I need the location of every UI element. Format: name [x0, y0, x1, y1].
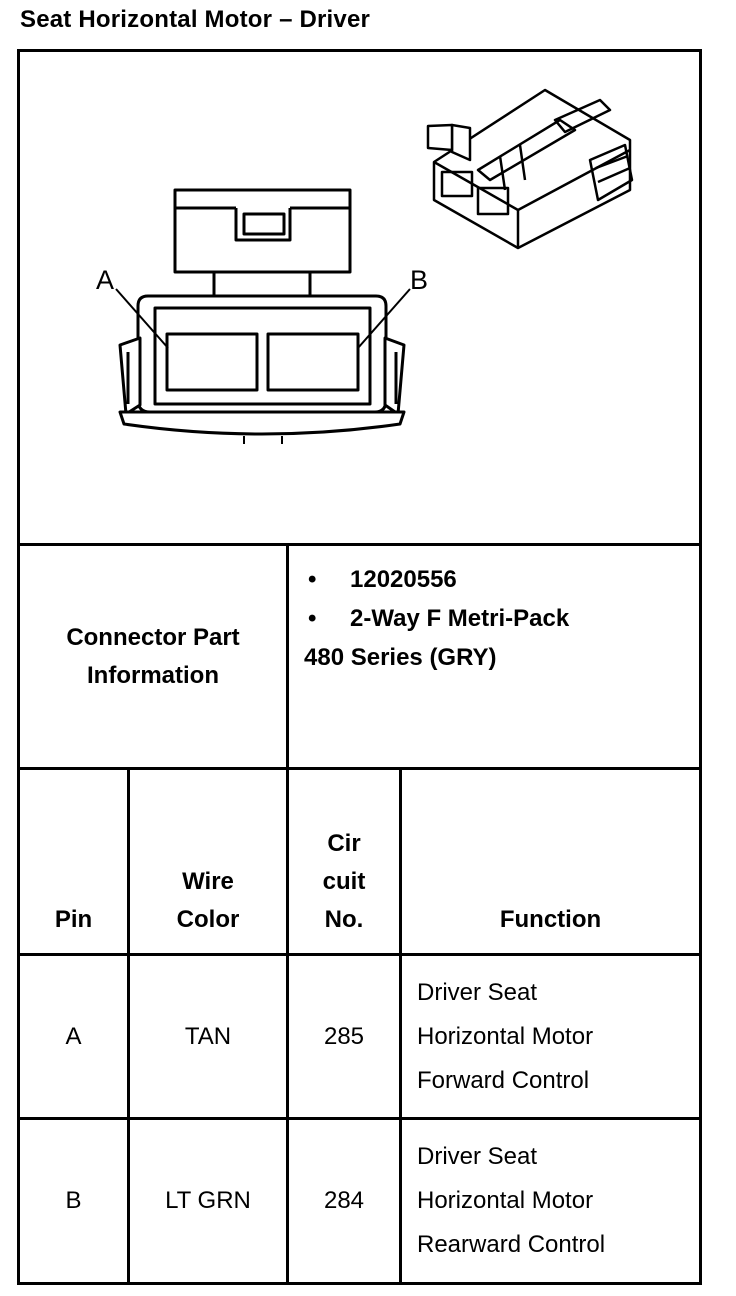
part-number-row: • 12020556	[304, 560, 699, 599]
header-function: Function	[402, 770, 699, 953]
table-row-a-pin: A	[20, 956, 127, 1117]
function-line: Driver Seat	[417, 1143, 538, 1170]
terminal-cavity-a	[165, 332, 259, 392]
pin-label-b: B	[410, 265, 428, 295]
divider	[127, 767, 130, 1285]
circuit-value: 285	[323, 1022, 365, 1050]
table-row-b-wire-color: LT GRN	[130, 1120, 286, 1282]
divider	[399, 767, 402, 1285]
table-row-b-pin: B	[20, 1120, 127, 1282]
connector-3d-view	[426, 88, 634, 250]
connector-latch	[173, 188, 352, 274]
function-line: Horizontal Motor	[417, 1187, 594, 1214]
connector-description-line1: 2-Way F Metri-Pack	[350, 605, 570, 632]
part-number: 12020556	[350, 566, 457, 593]
divider	[17, 1117, 702, 1120]
table-row-a-circuit: 285	[289, 956, 399, 1117]
connector-diagram: A B	[96, 88, 634, 444]
table-row-a-wire-color: TAN	[130, 956, 286, 1117]
connector-description-line2: 480 Series (GRY)	[304, 644, 497, 671]
header-pin-text: Pin	[54, 906, 93, 933]
pin-value: B	[65, 1187, 82, 1214]
header-circuit-line2: cuit	[322, 868, 366, 895]
header-wire-color: Wire Color	[130, 770, 286, 953]
terminal-cavity-b	[266, 332, 360, 392]
table-row-b-circuit: 284	[289, 1120, 399, 1282]
bullet-icon: •	[308, 605, 317, 632]
description-row: • 2-Way F Metri-Pack	[304, 599, 699, 638]
pin-label-a: A	[96, 265, 114, 295]
function-line: Horizontal Motor	[417, 1022, 594, 1050]
pin-value: A	[65, 1022, 82, 1050]
function-line: Rearward Control	[417, 1231, 606, 1258]
header-wire-color-line2: Color	[176, 906, 240, 933]
connector-base	[118, 410, 406, 436]
table-row-b-function: Driver Seat Horizontal Motor Rearward Co…	[402, 1120, 699, 1282]
connector-table-frame	[17, 49, 702, 1285]
circuit-value: 284	[323, 1187, 365, 1214]
bullet-icon: •	[308, 566, 317, 593]
divider	[17, 953, 702, 956]
function-line: Forward Control	[417, 1066, 590, 1094]
divider	[17, 767, 702, 770]
table-row-a-function: Driver Seat Horizontal Motor Forward Con…	[402, 956, 699, 1117]
header-wire-color-line1: Wire	[182, 868, 234, 895]
wire-color-value: TAN	[184, 1022, 232, 1050]
connector-part-info-details: • 12020556 • 2-Way F Metri-Pack 480 Seri…	[289, 560, 699, 767]
cpi-label-line1: Connector Part	[66, 623, 240, 651]
header-circuit-number: Cir cuit No.	[289, 770, 399, 953]
divider	[286, 543, 289, 1285]
header-function-text: Function	[499, 906, 602, 933]
connector-part-info-label: Connector Part Information	[20, 546, 286, 767]
divider	[17, 543, 702, 546]
page-title: Seat Horizontal Motor – Driver	[20, 6, 371, 33]
function-line: Driver Seat	[417, 978, 538, 1006]
header-circuit-line1: Cir	[327, 830, 361, 857]
cpi-label-line2: Information	[87, 661, 219, 689]
header-circuit-line3: No.	[324, 906, 364, 933]
wire-color-value: LT GRN	[165, 1187, 251, 1214]
header-pin: Pin	[20, 770, 127, 953]
